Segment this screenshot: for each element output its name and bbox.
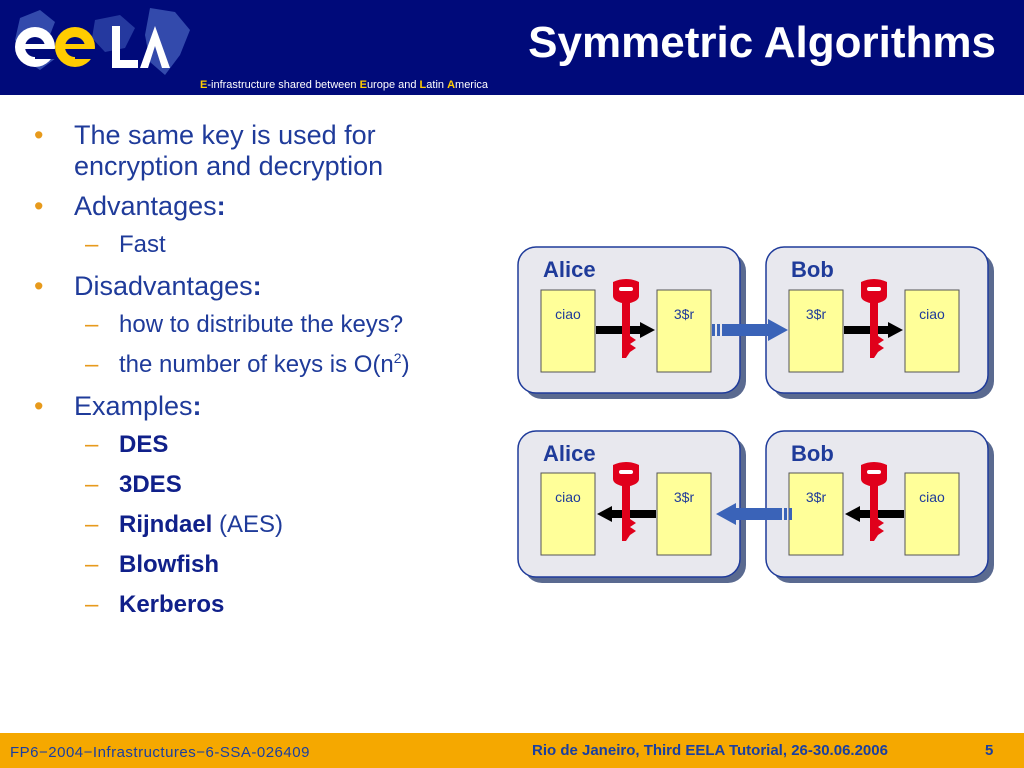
sub-bullet-item: –3DES (85, 471, 182, 498)
sub-bullet-item: –Blowfish (85, 551, 219, 578)
bullet-item: •Examples: (34, 391, 202, 421)
sub-bullet-item: –how to distribute the keys? (85, 311, 404, 338)
dash-icon: – (85, 471, 99, 498)
dash-icon: – (85, 551, 99, 578)
bob-label-bottom: Bob (791, 441, 834, 466)
alice-panel-bottom: Alice ciao 3$r (517, 430, 746, 583)
sub-bullet-item: –Fast (85, 231, 166, 258)
footer-event: Rio de Janeiro, Third EELA Tutorial, 26-… (532, 742, 888, 759)
transfer-arrow-left (716, 503, 792, 525)
alice-panel-top: Alice ciao 3$r (517, 246, 746, 399)
dash-icon: – (85, 311, 99, 338)
sub-bullet-item: –Rijndael (AES) (85, 511, 284, 538)
bullet-item: •The same key is used for encryption and… (34, 120, 384, 181)
sub-bullet-item: –the number of keys is O(n2) (85, 350, 410, 378)
bob-doc-cipher-top: 3$r (806, 306, 827, 322)
alice-doc-cipher-top: 3$r (674, 306, 695, 322)
dash-icon: – (85, 591, 99, 618)
alice-doc-cipher-bottom: 3$r (674, 489, 695, 505)
transfer-arrow-right (712, 319, 788, 341)
bullet-dot-icon: • (34, 120, 44, 150)
dash-icon: – (85, 231, 99, 258)
alice-label-top: Alice (543, 257, 596, 282)
alice-label-bottom: Alice (543, 441, 596, 466)
bob-doc-plain-top: ciao (919, 306, 945, 322)
bullet-list: •The same key is used for encryption and… (30, 120, 500, 631)
bob-doc-plain-bottom: ciao (919, 489, 945, 505)
sub-bullet-item: –DES (85, 431, 169, 458)
alice-doc-plain-top: ciao (555, 306, 581, 322)
bob-label-top: Bob (791, 257, 834, 282)
bullet-dot-icon: • (34, 271, 44, 301)
header-subtitle: E-infrastructure shared between Europe a… (200, 79, 489, 91)
eela-logo-icon (15, 8, 190, 75)
bob-panel-bottom: Bob 3$r ciao (765, 430, 994, 583)
sub-bullet-item: –Kerberos (85, 591, 225, 618)
bullet-dot-icon: • (34, 191, 44, 221)
bullet-dot-icon: • (34, 391, 44, 421)
footer-bar: FP6−2004−Infrastructures−6-SSA-026409 Ri… (0, 733, 1024, 768)
alice-doc-plain-bottom: ciao (555, 489, 581, 505)
bob-doc-cipher-bottom: 3$r (806, 489, 827, 505)
dash-icon: – (85, 351, 99, 378)
footer-project-code: FP6−2004−Infrastructures−6-SSA-026409 (10, 744, 310, 761)
bullet-item: •Disadvantages: (34, 271, 262, 301)
dash-icon: – (85, 431, 99, 458)
header-bar: Symmetric Algorithms E-infrastructure sh… (0, 0, 1024, 95)
dash-icon: – (85, 511, 99, 538)
bob-panel-top: Bob 3$r ciao (765, 246, 994, 399)
page-number: 5 (985, 742, 994, 759)
bullet-item: •Advantages: (34, 191, 226, 221)
slide-title: Symmetric Algorithms (528, 18, 996, 67)
